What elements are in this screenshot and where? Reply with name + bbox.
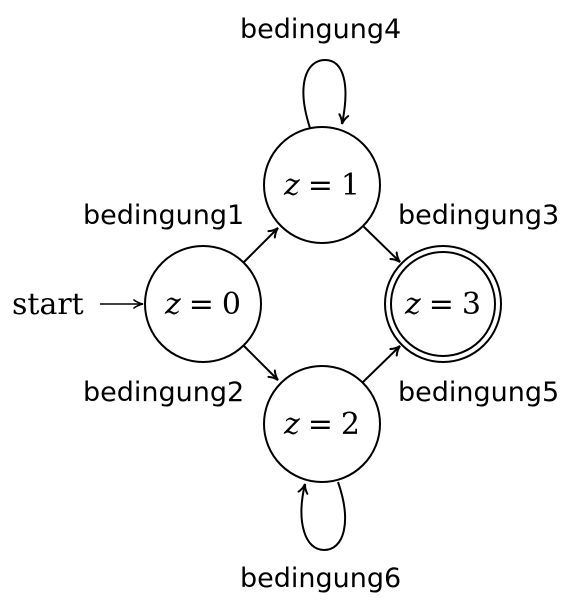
transition-label-bedingung1: bedingung1 — [83, 200, 244, 231]
state-label-s1: z=1 — [283, 168, 360, 203]
edge-s2-s3 — [362, 345, 401, 383]
start-label: start — [12, 287, 84, 322]
transition-label-bedingung4: bedingung4 — [240, 14, 401, 45]
state-label-s3: z=3 — [404, 287, 481, 322]
loop-s1 — [302, 58, 350, 129]
state-circle-s1 — [263, 126, 381, 244]
loop-s2 — [297, 481, 346, 552]
state-circle-s2 — [263, 365, 381, 483]
transition-label-bedingung2: bedingung2 — [83, 377, 244, 408]
edge-s0-s2 — [243, 345, 279, 381]
state-circle-s3-outer — [384, 245, 502, 363]
state-label-s0: z=0 — [164, 287, 241, 322]
transition-label-bedingung6: bedingung6 — [240, 563, 401, 594]
edge-s1-s3 — [362, 225, 401, 263]
edge-s0-s1 — [243, 227, 279, 263]
state-label-s2: z=2 — [283, 407, 360, 442]
state-circle-s3-inner — [390, 251, 496, 357]
state-circle-s0 — [144, 245, 262, 363]
transition-label-bedingung5: bedingung5 — [398, 377, 559, 408]
transition-label-bedingung3: bedingung3 — [398, 200, 559, 231]
